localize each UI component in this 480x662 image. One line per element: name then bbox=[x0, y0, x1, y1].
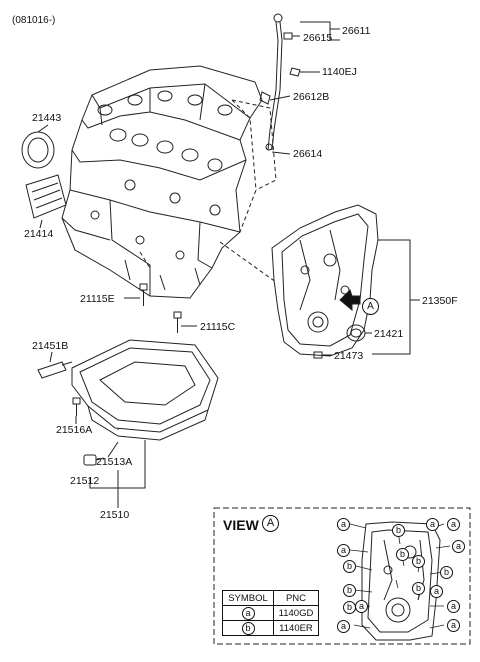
callout-a: a bbox=[355, 600, 368, 613]
label-21443: 21443 bbox=[32, 112, 62, 124]
callout-a: a bbox=[447, 518, 460, 531]
label-21516A: 21516A bbox=[56, 424, 93, 436]
label-21414: 21414 bbox=[24, 228, 54, 240]
timing-chain-cover bbox=[271, 204, 379, 357]
label-21513A: 21513A bbox=[96, 456, 133, 468]
symbol-legend: SYMBOL PNC a 1140GD b 1140ER bbox=[222, 590, 319, 636]
label-21473: 21473 bbox=[334, 350, 364, 362]
callout-b: b bbox=[343, 560, 356, 573]
legend-header-pnc: PNC bbox=[273, 590, 319, 606]
bolt bbox=[139, 283, 182, 333]
legend-pnc: 1140GD bbox=[273, 605, 319, 621]
label-26614: 26614 bbox=[293, 148, 323, 160]
label-21512: 21512 bbox=[70, 475, 100, 487]
label-21510: 21510 bbox=[100, 509, 130, 521]
label-21421: 21421 bbox=[374, 328, 404, 340]
oil-dipstick bbox=[259, 13, 301, 151]
legend-row: b 1140ER bbox=[222, 620, 319, 636]
callout-a: a bbox=[447, 600, 460, 613]
view-frame bbox=[213, 507, 471, 645]
leader-lines bbox=[37, 21, 420, 508]
label-26612B: 26612B bbox=[293, 91, 330, 103]
callout-b: b bbox=[392, 524, 405, 537]
callout-a: a bbox=[426, 518, 439, 531]
drain-bolt bbox=[72, 397, 81, 416]
callout-b: b bbox=[343, 584, 356, 597]
engine-block bbox=[61, 65, 263, 299]
legend-row: a 1140GD bbox=[222, 605, 319, 621]
callout-b: b bbox=[412, 555, 425, 568]
label-26611: 26611 bbox=[342, 25, 371, 37]
oil-strainer bbox=[37, 361, 73, 379]
callout-a: a bbox=[452, 540, 465, 553]
view-marker-arrow: A bbox=[362, 298, 379, 315]
date-code: (081016-) bbox=[12, 15, 56, 26]
callout-a: a bbox=[337, 544, 350, 557]
callout-b: b bbox=[343, 601, 356, 614]
legend-symbol: b bbox=[241, 621, 255, 635]
label-1140EJ: 1140EJ bbox=[322, 66, 357, 78]
view-cover-drawing bbox=[361, 521, 441, 641]
label-26615: 26615 bbox=[303, 32, 333, 44]
label-21350F: 21350F bbox=[422, 295, 458, 307]
callout-a: a bbox=[447, 619, 460, 632]
oil-seal bbox=[21, 131, 55, 169]
callout-a: a bbox=[337, 620, 350, 633]
legend-header-symbol: SYMBOL bbox=[222, 590, 274, 606]
callout-a: a bbox=[337, 518, 350, 531]
legend-symbol: a bbox=[241, 606, 255, 620]
callout-a: a bbox=[430, 585, 443, 598]
callout-b: b bbox=[440, 566, 453, 579]
view-title: VIEW bbox=[223, 517, 259, 533]
legend-pnc: 1140ER bbox=[273, 620, 319, 636]
label-21451B: 21451B bbox=[32, 340, 69, 352]
view-arrow bbox=[339, 289, 361, 312]
label-21115C: 21115C bbox=[200, 321, 236, 333]
callout-b: b bbox=[396, 548, 409, 561]
oil-pan bbox=[71, 339, 219, 441]
baffle-plate bbox=[25, 174, 67, 219]
label-21115E: 21115E bbox=[80, 293, 115, 305]
view-marker: A bbox=[262, 515, 279, 532]
drain-plug bbox=[83, 454, 105, 466]
callout-b: b bbox=[412, 582, 425, 595]
